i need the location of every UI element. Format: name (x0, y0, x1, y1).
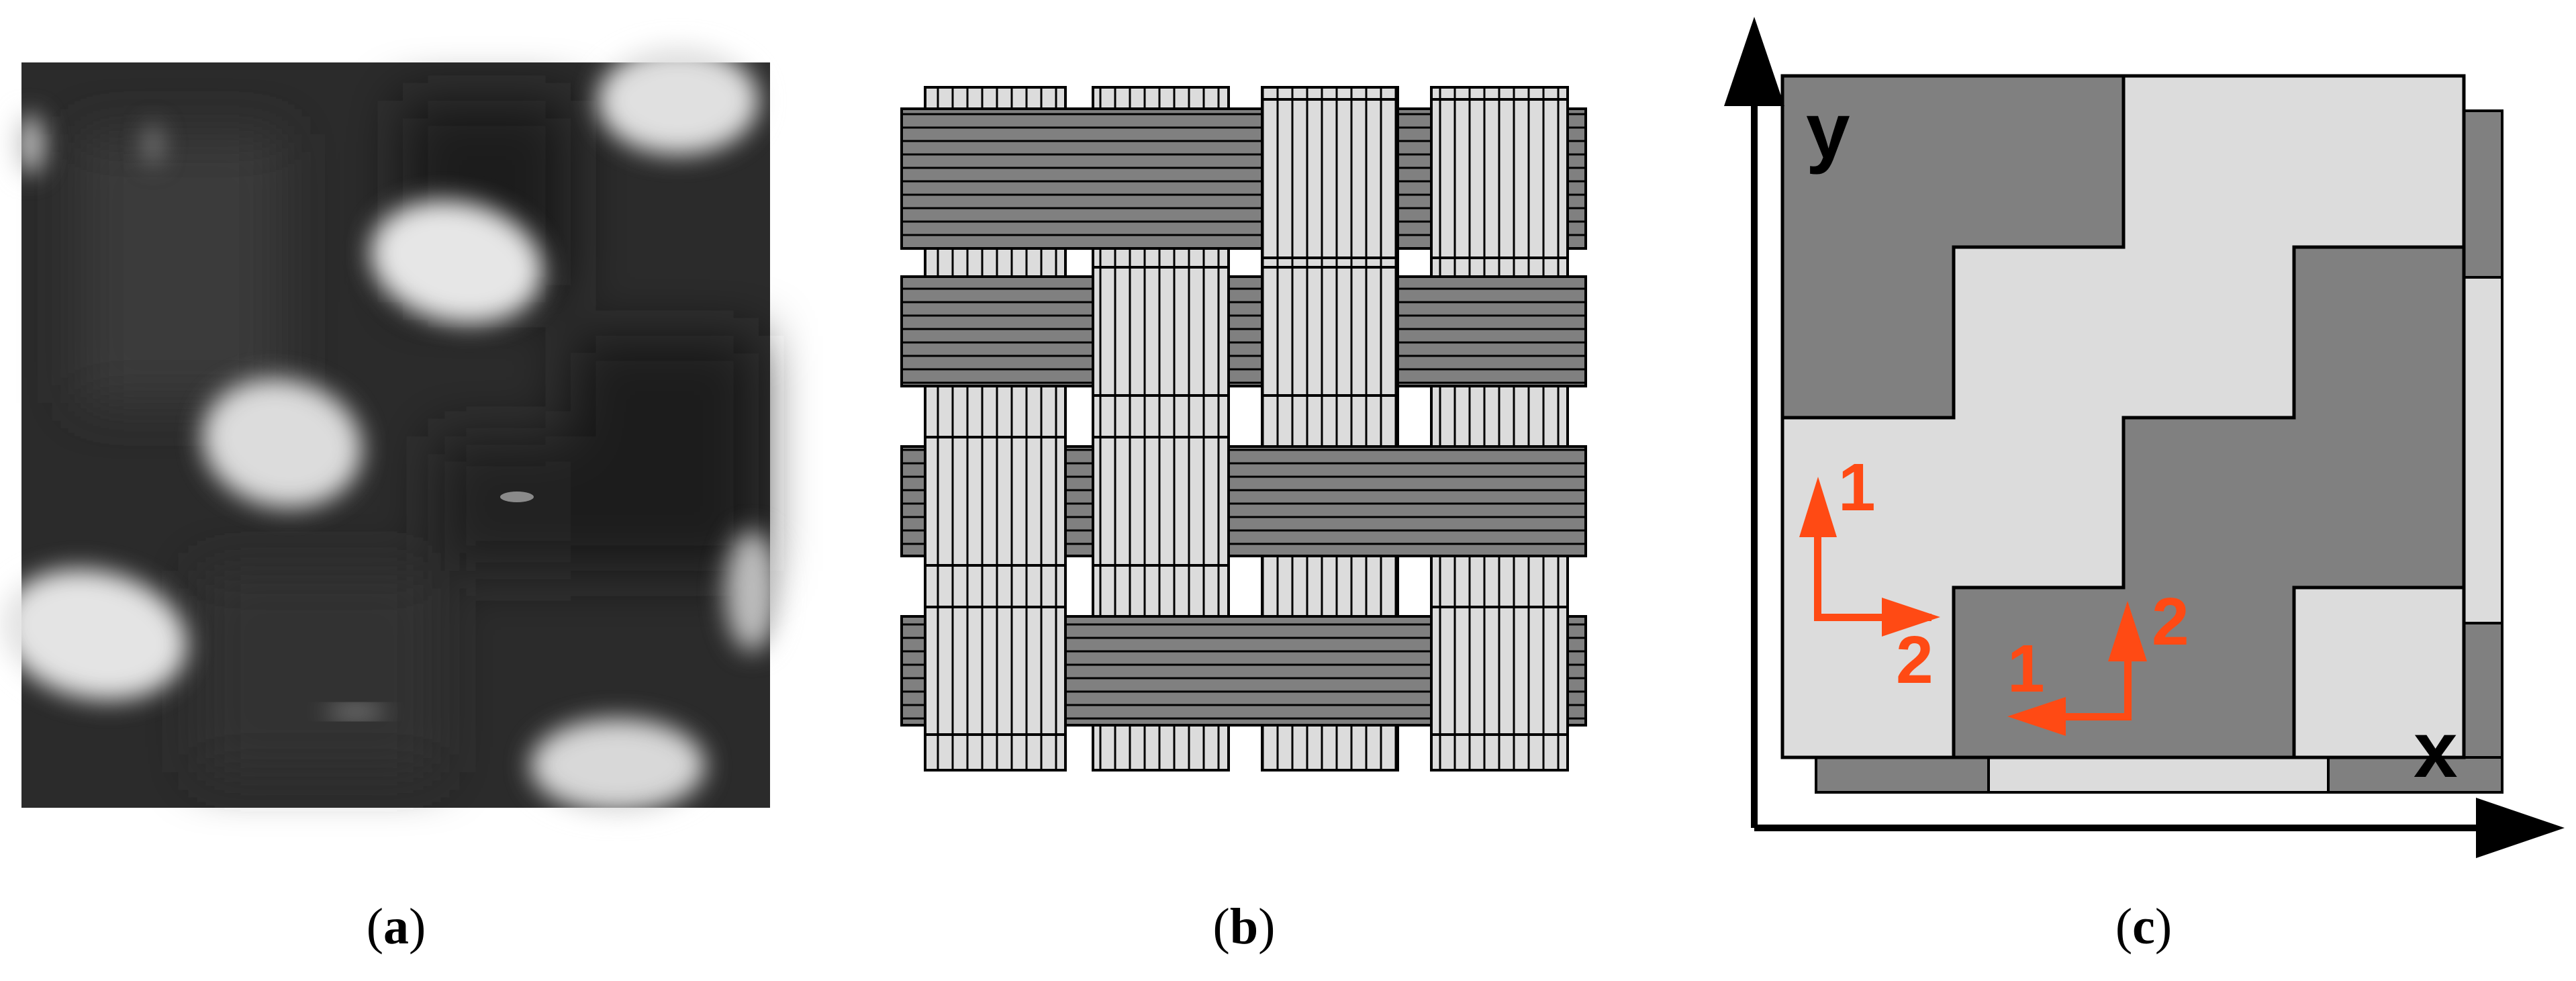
back-layer-bottom-dark-right (2327, 756, 2503, 794)
y-axis-label: y (1806, 87, 1850, 175)
arrow-up-dir2-right (2108, 601, 2147, 661)
direction-label-1-right: 1 (2007, 631, 2045, 706)
warp-crossover-4-1 (924, 606, 1067, 736)
direction-label-1-left: 1 (1838, 450, 1876, 525)
warp-crossover-3-2 (1092, 436, 1230, 567)
warp-crossover-2-3 (1261, 266, 1399, 397)
warp-crossover-1-4 (1430, 98, 1569, 259)
back-layer-right-light (2463, 276, 2503, 624)
weft-yarn-2 (900, 275, 1587, 387)
panel-c-lamina-schematic: y x 1 2 2 1 (1724, 17, 2565, 858)
y-axis-arrowhead (1724, 17, 1784, 106)
bright-weave-spots (1, 47, 779, 812)
caption-a: (a) (366, 898, 426, 955)
panel-b-weave-schematic (900, 86, 1587, 772)
warp-crossover-3-1 (924, 436, 1067, 567)
caption-c: (c) (2115, 898, 2173, 955)
caption-b: (b) (1212, 898, 1276, 955)
back-layer-right-dark-top (2463, 109, 2503, 279)
direction-arrows-right (2007, 601, 2147, 736)
warp-crossover-1-3 (1261, 98, 1399, 259)
direction-label-2-right: 2 (2152, 584, 2189, 659)
direction-arrows-left (1799, 477, 1940, 637)
arrow-left-dir1-right (2007, 697, 2066, 736)
back-layer-bottom-dark-left (1815, 756, 1990, 794)
warp-crossover-2-2 (1092, 266, 1230, 397)
warp-crossover-4-4 (1430, 606, 1569, 736)
x-axis-label: x (2414, 706, 2458, 794)
x-axis-arrowhead (2476, 798, 2565, 858)
panel-a-micrograph (1, 47, 779, 812)
back-layer-bottom-light (1987, 756, 2330, 794)
axes (1724, 17, 2565, 858)
arrow-right-dir2-left (1882, 598, 1940, 637)
direction-label-2-left: 2 (1896, 622, 1934, 698)
arrow-up-dir1-left (1799, 477, 1837, 537)
